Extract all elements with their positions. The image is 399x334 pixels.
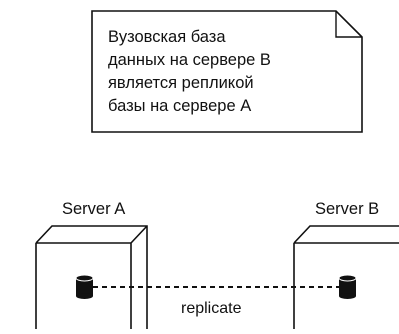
note-shape [91, 10, 363, 133]
note-line: базы на сервере A [108, 97, 251, 115]
note-line: Вузовская база [108, 28, 226, 46]
replicate-connector: replicate [93, 286, 339, 317]
note-line: данных на сервере B [108, 51, 271, 69]
node-box [35, 225, 148, 329]
note: Вузовская база данных на сервере B являе… [91, 10, 363, 133]
database-icon [75, 274, 94, 299]
node-label: Server A [62, 200, 125, 218]
database-icon [338, 274, 357, 299]
note-line: является репликой [108, 74, 254, 92]
node-label: Server B [315, 200, 379, 218]
connector-label: replicate [181, 300, 242, 317]
node-server-a: Server A [35, 200, 148, 329]
note-fold [335, 11, 362, 38]
node-server-b: Server B [293, 200, 399, 329]
